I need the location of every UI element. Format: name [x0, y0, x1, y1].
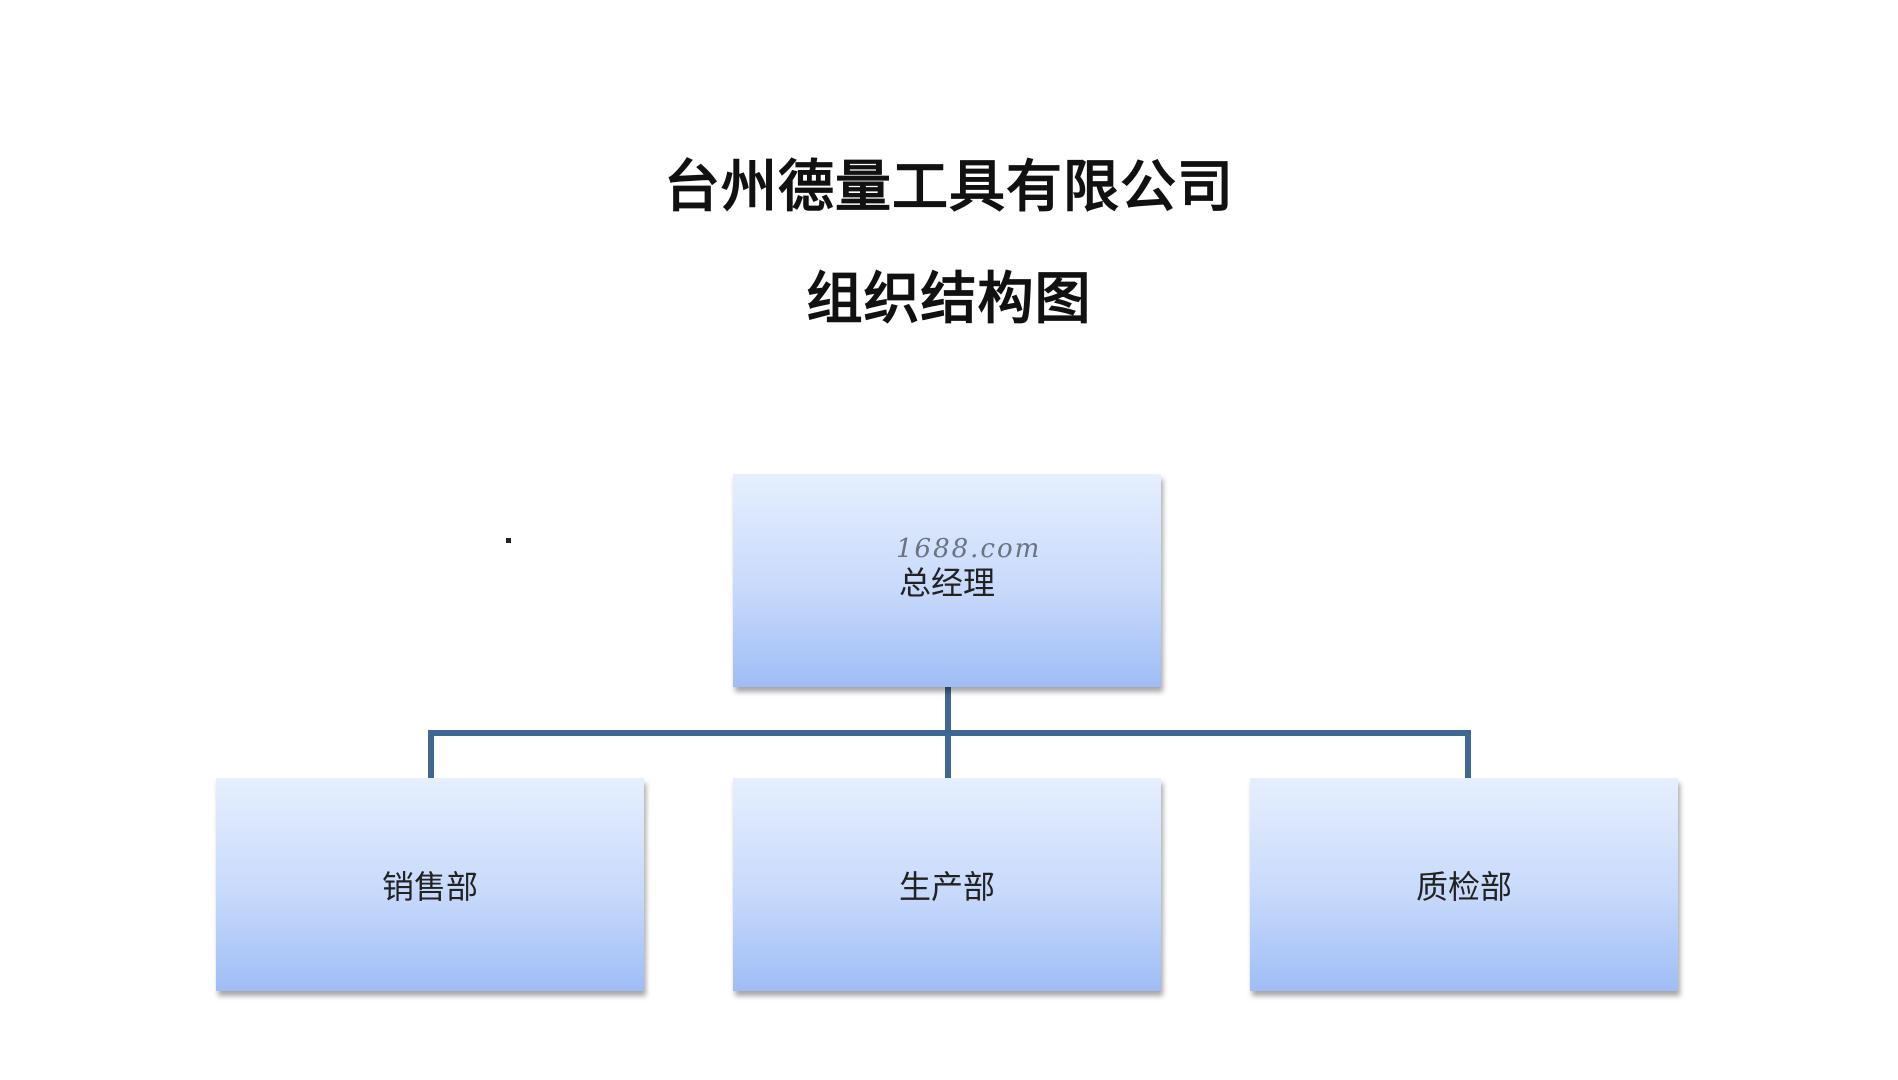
org-node-label: 总经理 [898, 563, 995, 602]
company-name-title: 台州德量工具有限公司 [664, 155, 1234, 220]
stray-dot [506, 538, 511, 543]
org-node-label: 销售部 [381, 867, 478, 906]
org-node-general-manager: 总经理 [733, 474, 1161, 687]
org-node-quality-control: 质检部 [1250, 778, 1678, 991]
org-node-label: 生产部 [898, 867, 995, 906]
org-node-label: 质检部 [1415, 867, 1512, 906]
chart-title: 组织结构图 [806, 267, 1092, 332]
watermark-text: 1688.com [896, 534, 1042, 564]
org-node-sales: 销售部 [216, 778, 644, 991]
org-node-production: 生产部 [733, 778, 1161, 991]
